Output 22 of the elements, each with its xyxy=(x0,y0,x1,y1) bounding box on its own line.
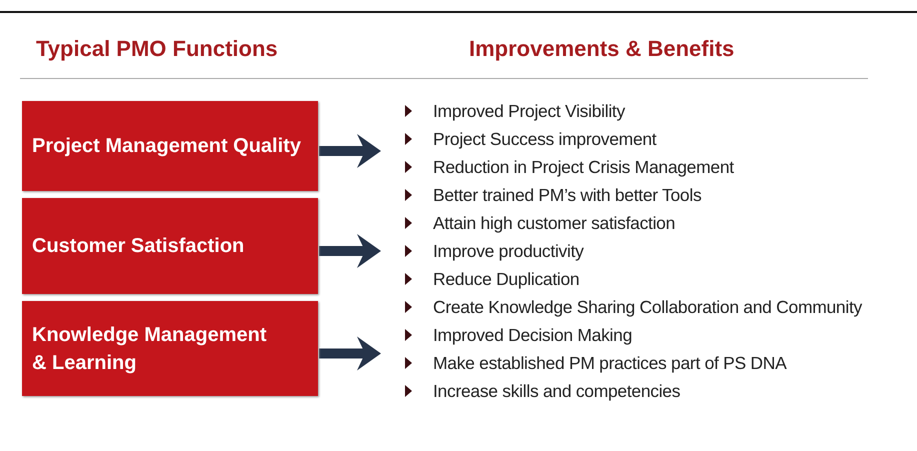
benefit-text: Improved Project Visibility xyxy=(433,100,625,122)
function-box xyxy=(22,301,318,396)
box-label: Customer Satisfaction xyxy=(32,234,244,259)
arrow xyxy=(319,336,381,370)
benefit-text: Better trained PM’s with better Tools xyxy=(433,184,702,206)
function-box xyxy=(22,101,318,191)
benefit-text: Improve productivity xyxy=(433,240,584,262)
box-label: Knowledge Management & Learning xyxy=(32,322,268,376)
benefit-text: Improved Decision Making xyxy=(433,324,632,346)
arrow xyxy=(319,234,381,268)
function-box xyxy=(22,198,318,294)
benefit-text: Reduce Duplication xyxy=(433,268,580,290)
column-heading: Improvements & Benefits xyxy=(469,36,734,62)
benefit-text: Make established PM practices part of PS DNA xyxy=(433,352,786,374)
benefit-text: Reduction in Project Crisis Management xyxy=(433,156,734,178)
column-heading: Typical PMO Functions xyxy=(36,36,278,62)
benefit-text: Increase skills and competencies xyxy=(433,380,680,402)
benefit-text: Create Knowledge Sharing Collaboration and Community xyxy=(433,296,862,318)
box-label: Project Management Quality xyxy=(32,134,301,159)
benefit-text: Attain high customer satisfaction xyxy=(433,212,676,234)
arrow xyxy=(319,134,381,168)
benefit-text: Project Success improvement xyxy=(433,128,656,150)
